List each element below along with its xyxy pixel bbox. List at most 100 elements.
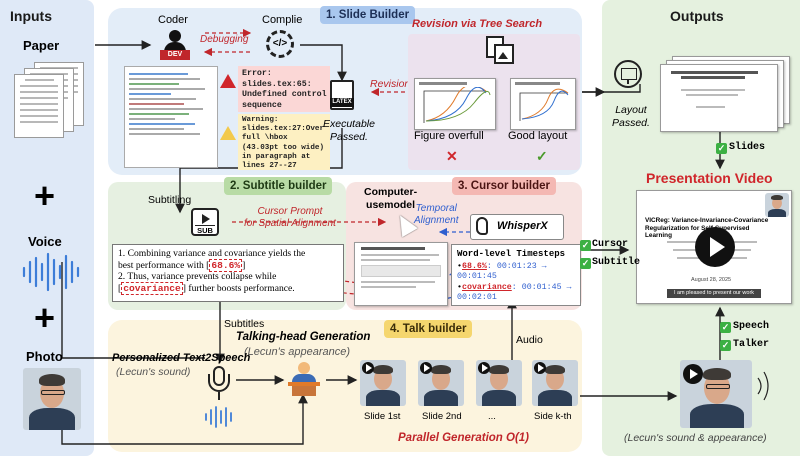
slide-frame-3 [476, 360, 522, 406]
subtitle-output-label: Subtitle [592, 257, 641, 268]
timestamps-box: Word-level Timesteps •68.6%: 00:01:23 → … [451, 244, 581, 306]
talker-play-icon [690, 369, 698, 379]
good-layout-slide [510, 78, 576, 130]
subtitle-line2-b: [ [118, 282, 122, 294]
presentation-video-title: Presentation Video [646, 170, 773, 186]
speech-check-icon: ✓ [720, 322, 731, 333]
coder-label: Coder [158, 14, 188, 26]
lecun-sound-label: (Lecun's sound) [116, 366, 191, 378]
subtitle-line2-c: ] further boosts performance. [182, 282, 295, 294]
subtitles-label: Subtitles [224, 318, 265, 330]
voice-label: Voice [28, 234, 62, 249]
talk-builder-title: 4. Talk builder [384, 320, 473, 338]
talking-head-label: Talking-head Generation [236, 331, 371, 343]
figure-overfull-label: Figure overfull [414, 130, 484, 142]
talker-check-icon: ✓ [720, 340, 731, 351]
microphone-icon [206, 366, 232, 404]
slide-frame-2 [418, 360, 464, 406]
debugging-label: Debugging [200, 34, 249, 45]
slide-builder-title: 1. Slide Builder [320, 6, 416, 24]
revision-label: Revision [370, 78, 411, 90]
error-message: Error: slides.tex:65: Undefined control … [238, 66, 330, 112]
cursor-prompt-label: Cursor Prompt for Spatial Alignment [244, 206, 336, 229]
ear-icon [476, 217, 488, 235]
dev-badge: DEV [160, 50, 190, 60]
layout-doc-icon [486, 36, 514, 64]
temporal-alignment-label: Temporal Alignment [414, 203, 459, 226]
sound-appearance-label: (Lecun's sound & appearance) [624, 432, 767, 444]
talker-output-label: Talker [733, 339, 770, 350]
complie-label: Complie [262, 14, 303, 26]
cursor-output-label: Cursor [592, 239, 629, 250]
talker-play-button[interactable] [683, 364, 703, 384]
video-corner-avatar [765, 193, 789, 217]
warning-message: Warning: slides.tex:27:Over full \hbox (… [238, 114, 330, 170]
error-icon [220, 74, 236, 88]
latex-file-icon: LATEX [330, 80, 354, 110]
play-button[interactable] [695, 227, 735, 267]
subtitle-line1-b: best performance with [ [118, 259, 210, 271]
video-caption: I am pleased to present our work [667, 289, 761, 298]
cursor-check-icon: ✓ [580, 240, 591, 251]
whisperx-label: WhisperX [497, 220, 548, 232]
ts-key-covariance: covariance [461, 283, 512, 292]
subtitle-value-68: 68.6% [209, 258, 243, 272]
video-slide-title: VICReg: Variance-Invariance-Covariance R… [645, 217, 769, 239]
subtitle-line1-c: ] [242, 259, 246, 271]
photo-label: Photo [26, 349, 63, 364]
sub-badge: SUB [195, 225, 215, 235]
layout-passed-label: Layout Passed. [612, 104, 650, 129]
output-slide-1 [660, 64, 778, 132]
whisperx-box: WhisperX [470, 214, 564, 240]
subtitle-line2-a: 2. Thus, variance prevents collapse whil… [118, 271, 277, 283]
slide-label-k: Side k-th [534, 411, 572, 422]
play-icon [710, 237, 725, 257]
ts-value-68: : 00:01:23 → 00:01:45 [457, 262, 547, 281]
paper-page-1 [14, 74, 64, 138]
subtitle-value-covariance: covariance [121, 281, 183, 295]
slides-check-icon: ✓ [716, 143, 727, 154]
presentation-icon [614, 60, 642, 88]
ts-key-68: 68.6% [461, 262, 487, 271]
slide-frame-k [532, 360, 578, 406]
subtitle-text-box: 1. Combining variance and covariance yie… [112, 244, 344, 302]
outputs-header: Outputs [670, 8, 724, 24]
plus-sign-2: + [34, 297, 56, 338]
sub-video-icon: SUB [191, 208, 219, 236]
text2speech-label: Personalized Text2Speech [112, 352, 251, 364]
checkmark-icon: ✓ [536, 148, 548, 164]
speaker-podium-icon [286, 362, 322, 396]
lecun-photo [23, 368, 81, 430]
subtitling-label: Subtitling [148, 194, 192, 206]
video-slide-date: August 28, 2025 [691, 277, 732, 283]
slide-frame-1 [360, 360, 406, 406]
slide-frames [358, 360, 580, 420]
lecun-appearance-label: (Lecun's appearance) [244, 346, 351, 358]
coder-dev-icon: DEV [160, 30, 190, 60]
code-listing [124, 66, 218, 168]
figure-overfull-slide [414, 78, 496, 130]
paper-label: Paper [23, 38, 60, 53]
latex-badge: LATEX [330, 98, 354, 107]
voice-waveform [22, 252, 80, 292]
parallel-generation-label: Parallel Generation O(1) [398, 432, 530, 444]
cursor-slide-preview [354, 242, 448, 306]
subtitle-check-icon: ✓ [580, 258, 591, 269]
executable-passed-label: Executable Passed. [323, 118, 375, 143]
presentation-video-frame: VICReg: Variance-Invariance-Covariance R… [636, 190, 792, 304]
inputs-header: Inputs [10, 8, 52, 24]
slide-label-2: Slide 2nd [422, 411, 462, 422]
plus-sign-1: + [34, 175, 56, 216]
revision-tree-search-label: Revision via Tree Search [412, 18, 543, 30]
slide-label-ellipsis: ... [488, 411, 496, 422]
cross-icon: ✕ [446, 148, 458, 164]
timestamps-title: Word-level Timesteps [457, 249, 566, 259]
cursor-builder-title: 3. Cursor builder [452, 177, 557, 195]
warning-icon [220, 126, 236, 140]
speech-output-label: Speech [733, 321, 770, 332]
good-layout-label: Good layout [508, 130, 568, 142]
ts-value-covariance: : 00:01:45 → 00:02:01 [457, 283, 572, 302]
computer-use-model-label: Computer- usemodel [364, 186, 418, 211]
gear-code-icon: </> [266, 30, 294, 58]
slides-output-label: Slides [729, 142, 766, 153]
